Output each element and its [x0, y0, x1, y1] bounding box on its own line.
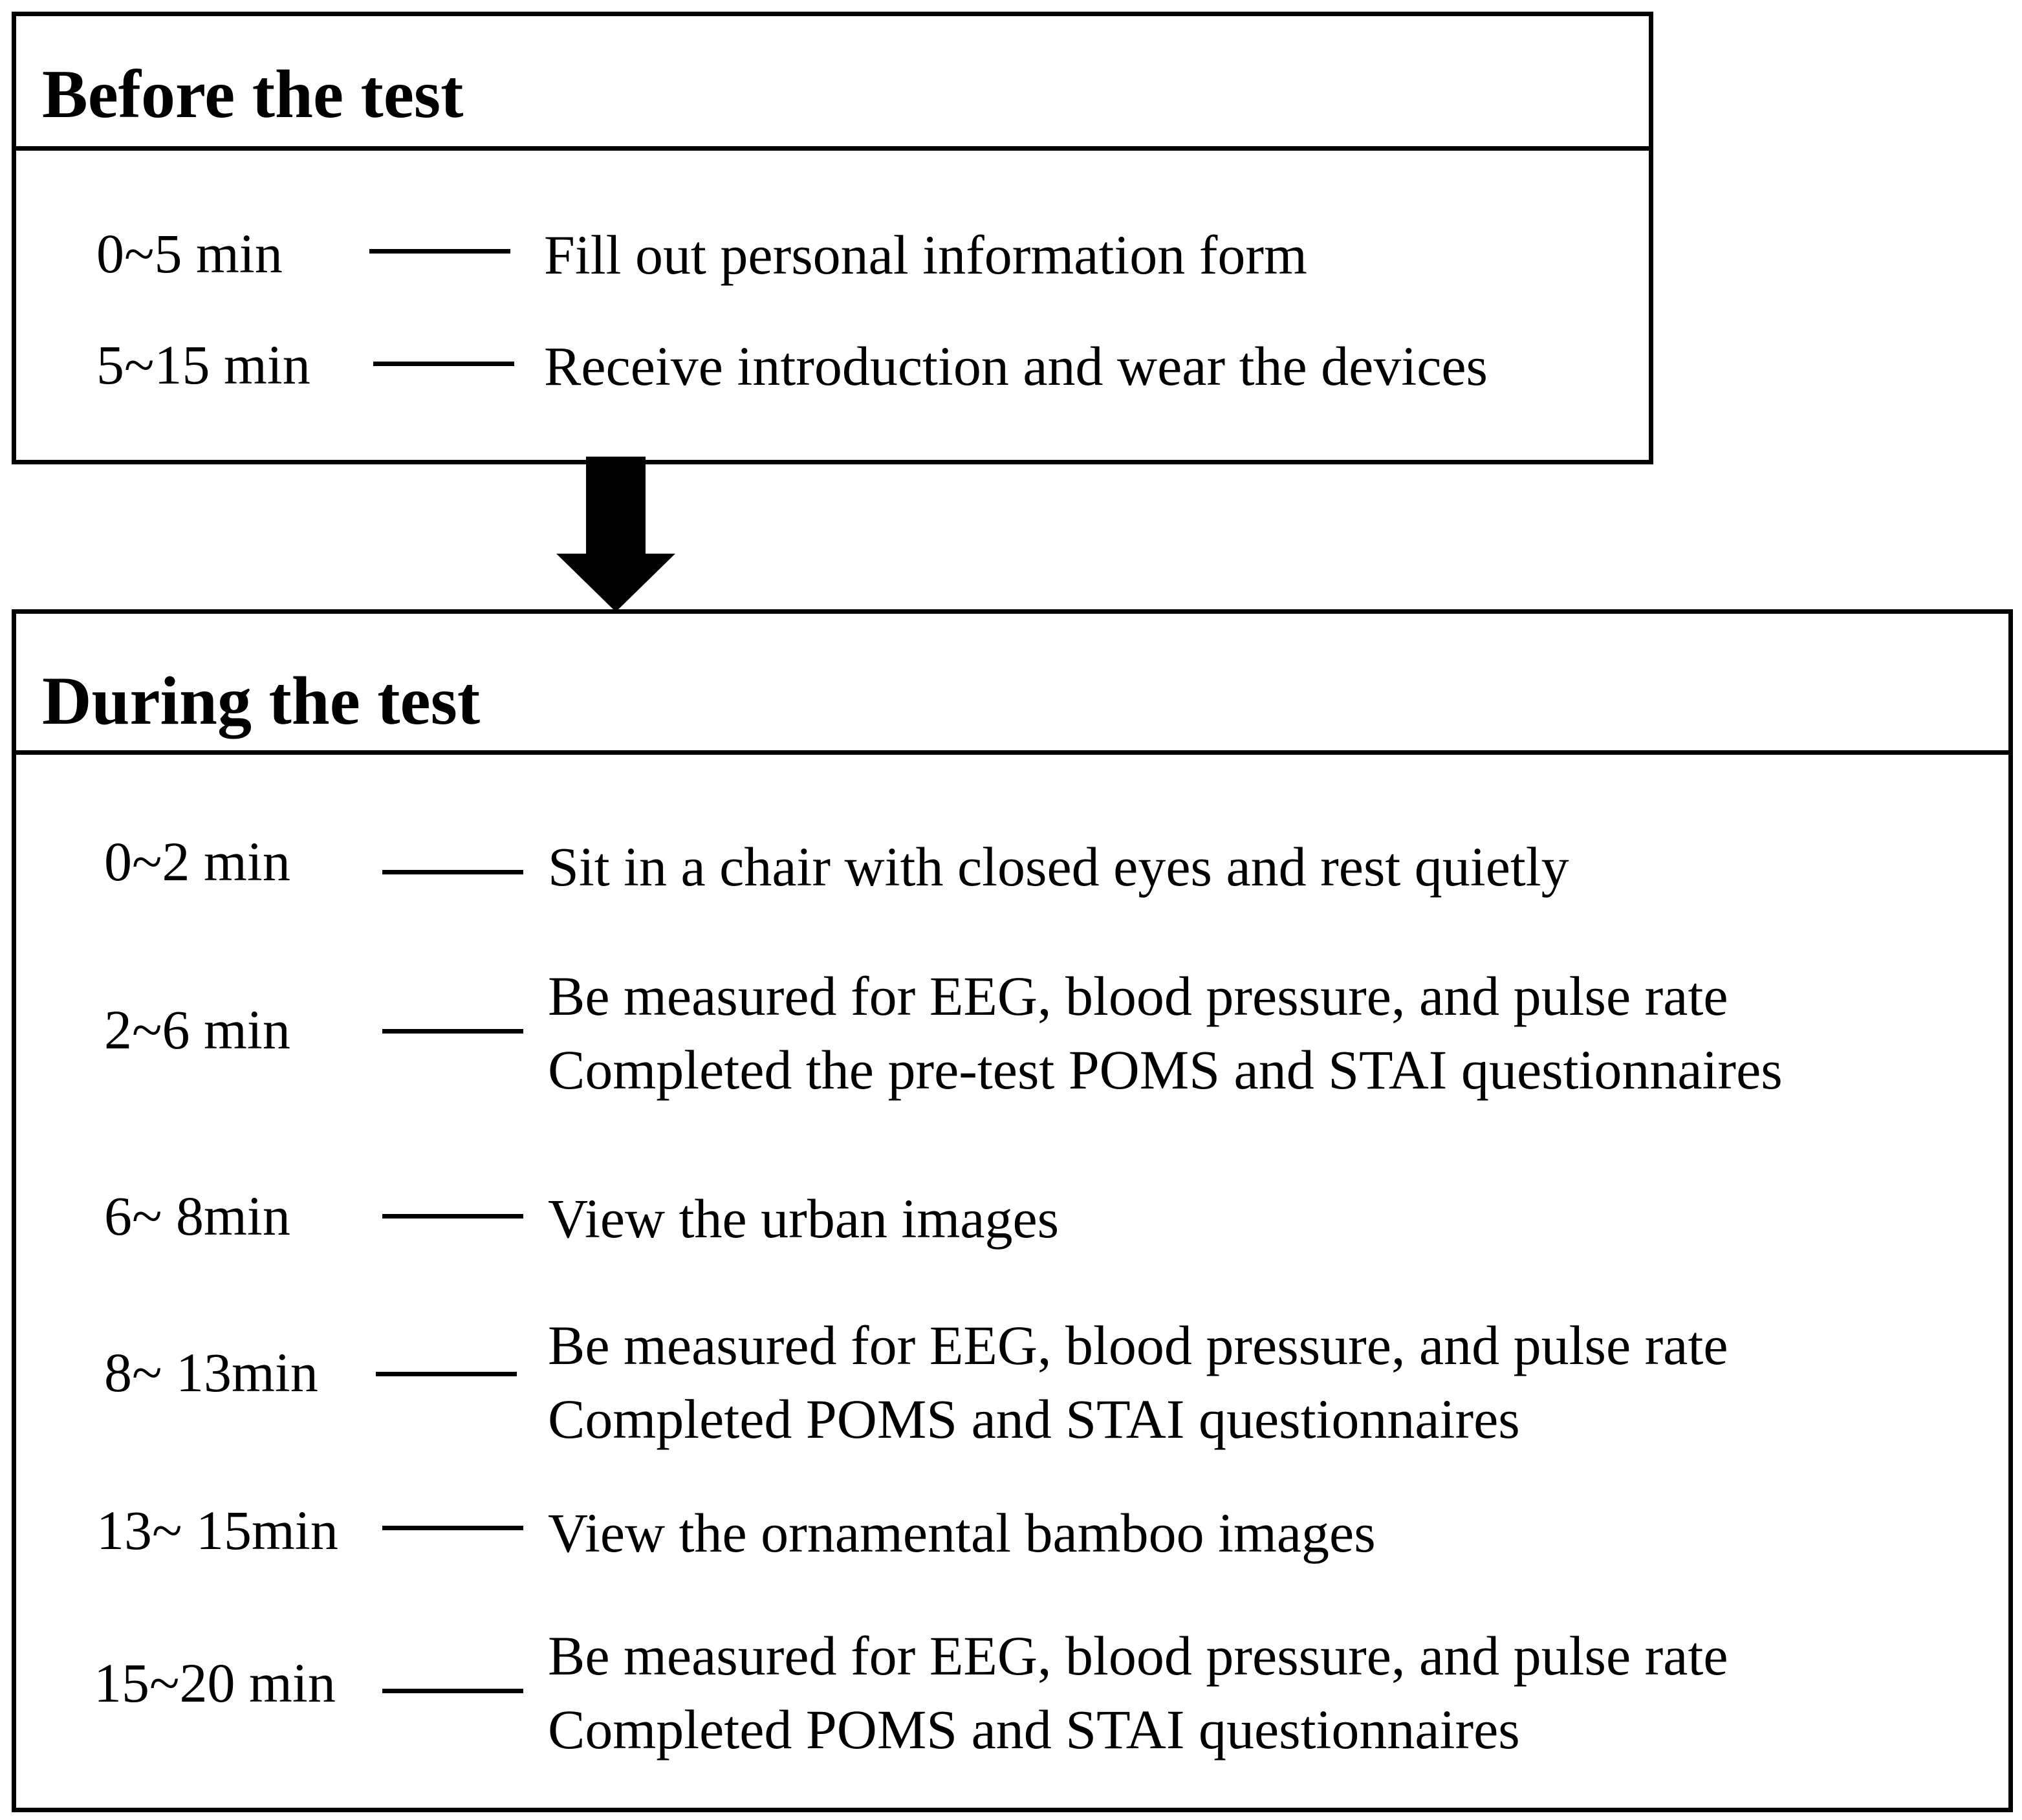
- step-connector: [382, 1029, 523, 1034]
- step-connector: [382, 1526, 523, 1530]
- step-description: Be measured for EEG, blood pressure, and…: [548, 1308, 1728, 1456]
- during-test-title: During the test: [42, 663, 481, 739]
- step-time: 5~15 min: [96, 334, 310, 396]
- step-description: Be measured for EEG, blood pressure, and…: [548, 959, 1783, 1107]
- step-time: 0~2 min: [104, 830, 290, 893]
- step-description-line: Receive introduction and wear the device…: [544, 335, 1488, 397]
- step-connector: [382, 870, 523, 874]
- step-description-line: Sit in a chair with closed eyes and rest…: [548, 836, 1569, 898]
- step-description: Sit in a chair with closed eyes and rest…: [548, 830, 1569, 904]
- step-description: View the urban images: [548, 1182, 1059, 1255]
- step-description-line: Completed POMS and STAI questionnaires: [548, 1388, 1520, 1450]
- step-time: 0~5 min: [96, 222, 283, 285]
- before-test-box: Before the test 0~5 min Fill out persona…: [12, 12, 1653, 464]
- step-time: 6~ 8min: [104, 1185, 290, 1247]
- step-connector: [382, 1689, 523, 1693]
- step-connector: [382, 1214, 523, 1219]
- step-time: 15~20 min: [94, 1652, 336, 1714]
- before-test-title: Before the test: [42, 56, 464, 132]
- step-description-line: View the urban images: [548, 1187, 1060, 1250]
- during-test-header: During the test: [16, 614, 2008, 755]
- step-time: 13~ 15min: [96, 1499, 338, 1561]
- step-description: View the ornamental bamboo images: [548, 1496, 1376, 1570]
- step-description-line: Be measured for EEG, blood pressure, and…: [548, 965, 1728, 1027]
- step-time: 8~ 13min: [104, 1341, 318, 1403]
- down-arrow-icon: [556, 457, 675, 612]
- step-description: Be measured for EEG, blood pressure, and…: [548, 1619, 1728, 1766]
- step-description-line: Completed POMS and STAI questionnaires: [548, 1698, 1520, 1760]
- step-description-line: Completed the pre-test POMS and STAI que…: [548, 1039, 1783, 1101]
- step-description: Receive introduction and wear the device…: [544, 329, 1488, 403]
- step-description-line: Be measured for EEG, blood pressure, and…: [548, 1625, 1728, 1687]
- step-time: 2~6 min: [104, 999, 290, 1061]
- step-description-line: Be measured for EEG, blood pressure, and…: [548, 1314, 1728, 1376]
- before-test-header: Before the test: [16, 16, 1649, 151]
- step-description-line: View the ornamental bamboo images: [548, 1502, 1376, 1564]
- step-connector: [369, 249, 510, 254]
- step-description: Fill out personal information form: [544, 218, 1307, 292]
- step-connector: [373, 362, 514, 366]
- step-description-line: Fill out personal information form: [544, 224, 1307, 286]
- step-connector: [376, 1372, 517, 1376]
- during-test-box: During the test 0~2 min Sit in a chair w…: [12, 609, 2013, 1812]
